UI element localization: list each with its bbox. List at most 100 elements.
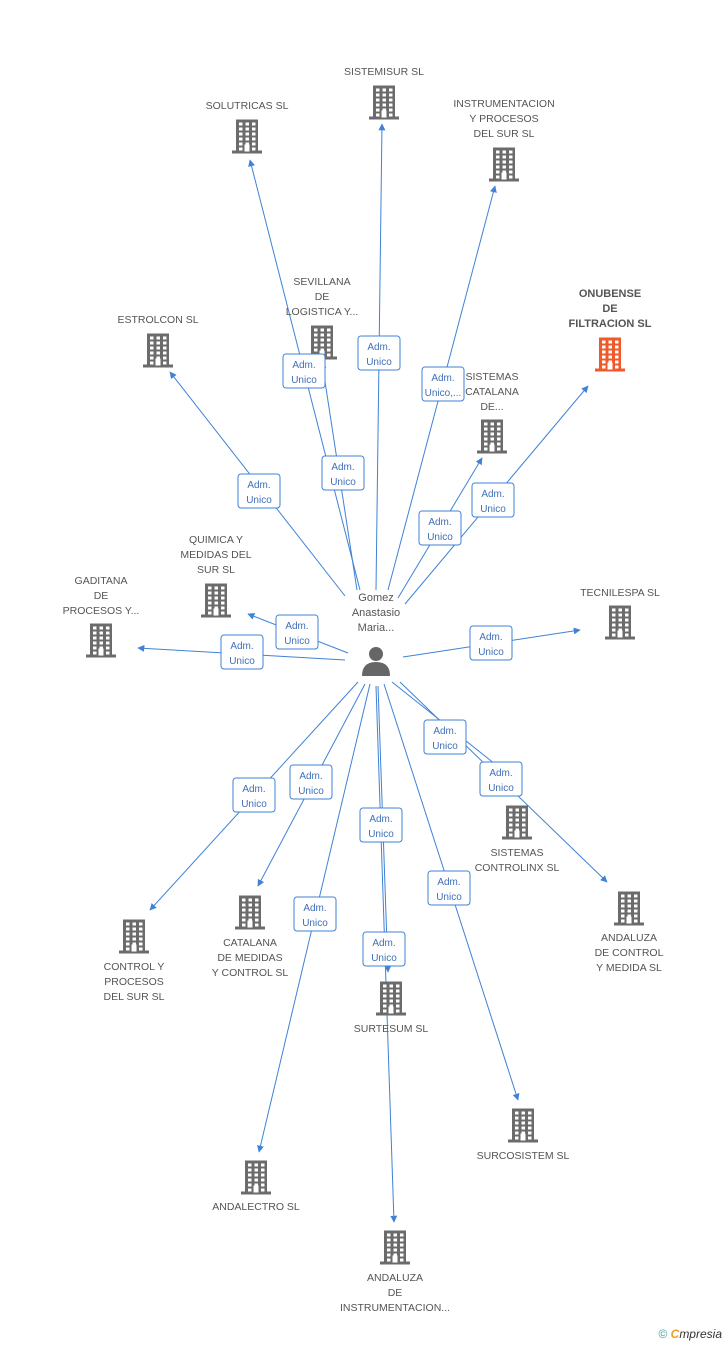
relation-label-surcosistem[interactable]: Adm. Unico [427,870,471,906]
company-node-sistemas-controlinx[interactable]: SISTEMAS CONTROLINX SL [475,805,560,875]
relation-text: Adm. [437,877,460,888]
building-icon[interactable] [201,583,231,618]
company-label: SISTEMISUR SL [344,66,424,78]
company-node-gaditana[interactable]: GADITANA DE PROCESOS Y... [63,575,140,658]
relation-text: Adm. [481,489,504,500]
building-icon[interactable] [502,805,532,840]
relation-text: Adm. [367,342,390,353]
company-label: SISTEMAS [490,847,543,859]
company-node-surcosistem[interactable]: SURCOSISTEM SL [477,1108,570,1163]
brand-initial: C [670,1327,680,1341]
relation-label-solutricas[interactable]: Adm.Unico [282,353,326,389]
building-icon[interactable] [489,147,519,182]
company-node-andalectro[interactable]: ANDALECTRO SL [212,1160,300,1214]
relation-label-gaditana[interactable]: Adm.Unico [220,634,264,670]
relation-label-estrolcon[interactable]: Adm.Unico [237,473,281,509]
relation-label-sistemisur[interactable]: Adm. Unico [357,335,401,371]
relation-text: Unico [436,892,462,903]
company-label: GADITANA [75,575,128,587]
relation-text: Unico [432,741,458,752]
relation-text: Unico [478,647,504,658]
company-node-sistemisur[interactable]: SISTEMISUR SL [344,66,424,120]
relation-text: Adm. [247,480,270,491]
relation-text: Adm. [230,641,253,652]
relation-label-catalana-medidas[interactable]: Adm.Unico [289,764,333,800]
relation-box [289,764,333,800]
relation-label-surtesum[interactable]: Adm.Unico [359,807,403,843]
company-node-sistemas-catalana[interactable]: SISTEMASCATALANADE... [465,371,519,454]
building-icon[interactable] [605,605,635,640]
company-label: ESTROLCON SL [117,314,198,326]
relation-label-sistemas-catalana[interactable]: Adm.Unico [418,510,462,546]
relation-box [220,634,264,670]
relation-text: Adm. [489,768,512,779]
relation-label-tecnilespa[interactable]: Adm. Unico [469,625,513,661]
building-icon[interactable] [232,119,262,154]
relation-text: Adm. [372,938,395,949]
relation-text: Unico [241,799,267,810]
company-label: ANDALUZA [367,1272,423,1284]
building-icon[interactable] [369,85,399,120]
relation-box [275,614,319,650]
building-icon[interactable] [119,919,149,954]
company-label: SEVILLANA [293,276,350,288]
relation-label-control-procesos[interactable]: Adm.Unico [232,777,276,813]
company-node-solutricas[interactable]: SOLUTRICAS SL [206,100,289,154]
relation-label-onubense[interactable]: Adm. Unico [471,482,515,518]
relation-label-andalectro[interactable]: Adm.Unico [293,896,337,932]
brand-name: mpresia [679,1327,722,1341]
building-icon[interactable] [508,1108,538,1143]
center-person-label: Maria... [358,622,395,634]
company-label: DE [94,590,109,602]
company-node-surtesum[interactable]: SURTESUM SL [354,981,429,1036]
company-label: SURCOSISTEM SL [477,1150,570,1162]
relation-text: Adm. [431,373,454,384]
building-icon[interactable] [477,419,507,454]
company-label: INSTRUMENTACION... [340,1302,450,1314]
company-label: FILTRACION SL [569,318,652,330]
company-label: CONTROLINX SL [475,862,560,874]
company-label: QUIMICA Y [189,534,243,546]
building-icon[interactable] [235,895,265,930]
building-icon[interactable] [241,1160,271,1195]
company-label: PROCESOS Y... [63,605,140,617]
relation-label-instrumentacion-procesos[interactable]: Adm.Unico,... [421,366,465,402]
relation-text: Unico [298,786,324,797]
relation-text: Adm. [479,632,502,643]
relation-box [293,896,337,932]
relation-box [362,931,406,967]
relation-text: Unico [480,504,506,515]
relation-label-sevillana[interactable]: Adm.Unico [321,455,365,491]
company-node-tecnilespa[interactable]: TECNILESPA SL [580,587,660,640]
relation-text: Adm. [369,814,392,825]
relation-label-andaluza-instrumentacion[interactable]: Adm.Unico [362,931,406,967]
relation-box [471,482,515,518]
company-label: SISTEMAS [465,371,518,383]
relation-label-sistemas-controlinx[interactable]: Adm.Unico [423,719,467,755]
building-icon[interactable] [376,981,406,1016]
building-icon[interactable] [614,891,644,926]
building-icon[interactable] [86,623,116,658]
company-node-andaluza-instrumentacion[interactable]: ANDALUZADEINSTRUMENTACION... [340,1230,450,1315]
company-node-estrolcon[interactable]: ESTROLCON SL [117,314,199,368]
relation-text: Unico [284,636,310,647]
center-person-node[interactable]: GomezAnastasioMaria... [352,592,400,676]
company-label: Y CONTROL SL [212,967,289,979]
relation-label-andaluza-control[interactable]: Adm.Unico [479,761,523,797]
company-label: DE MEDIDAS [217,952,282,964]
center-person-label: Anastasio [352,607,400,619]
company-label: CATALANA [465,386,519,398]
company-label: INSTRUMENTACION [453,98,554,110]
relation-label-quimica[interactable]: Adm.Unico [275,614,319,650]
building-icon[interactable] [595,337,625,372]
relation-text: Unico [366,357,392,368]
building-icon[interactable] [380,1230,410,1265]
building-icon[interactable] [143,333,173,368]
